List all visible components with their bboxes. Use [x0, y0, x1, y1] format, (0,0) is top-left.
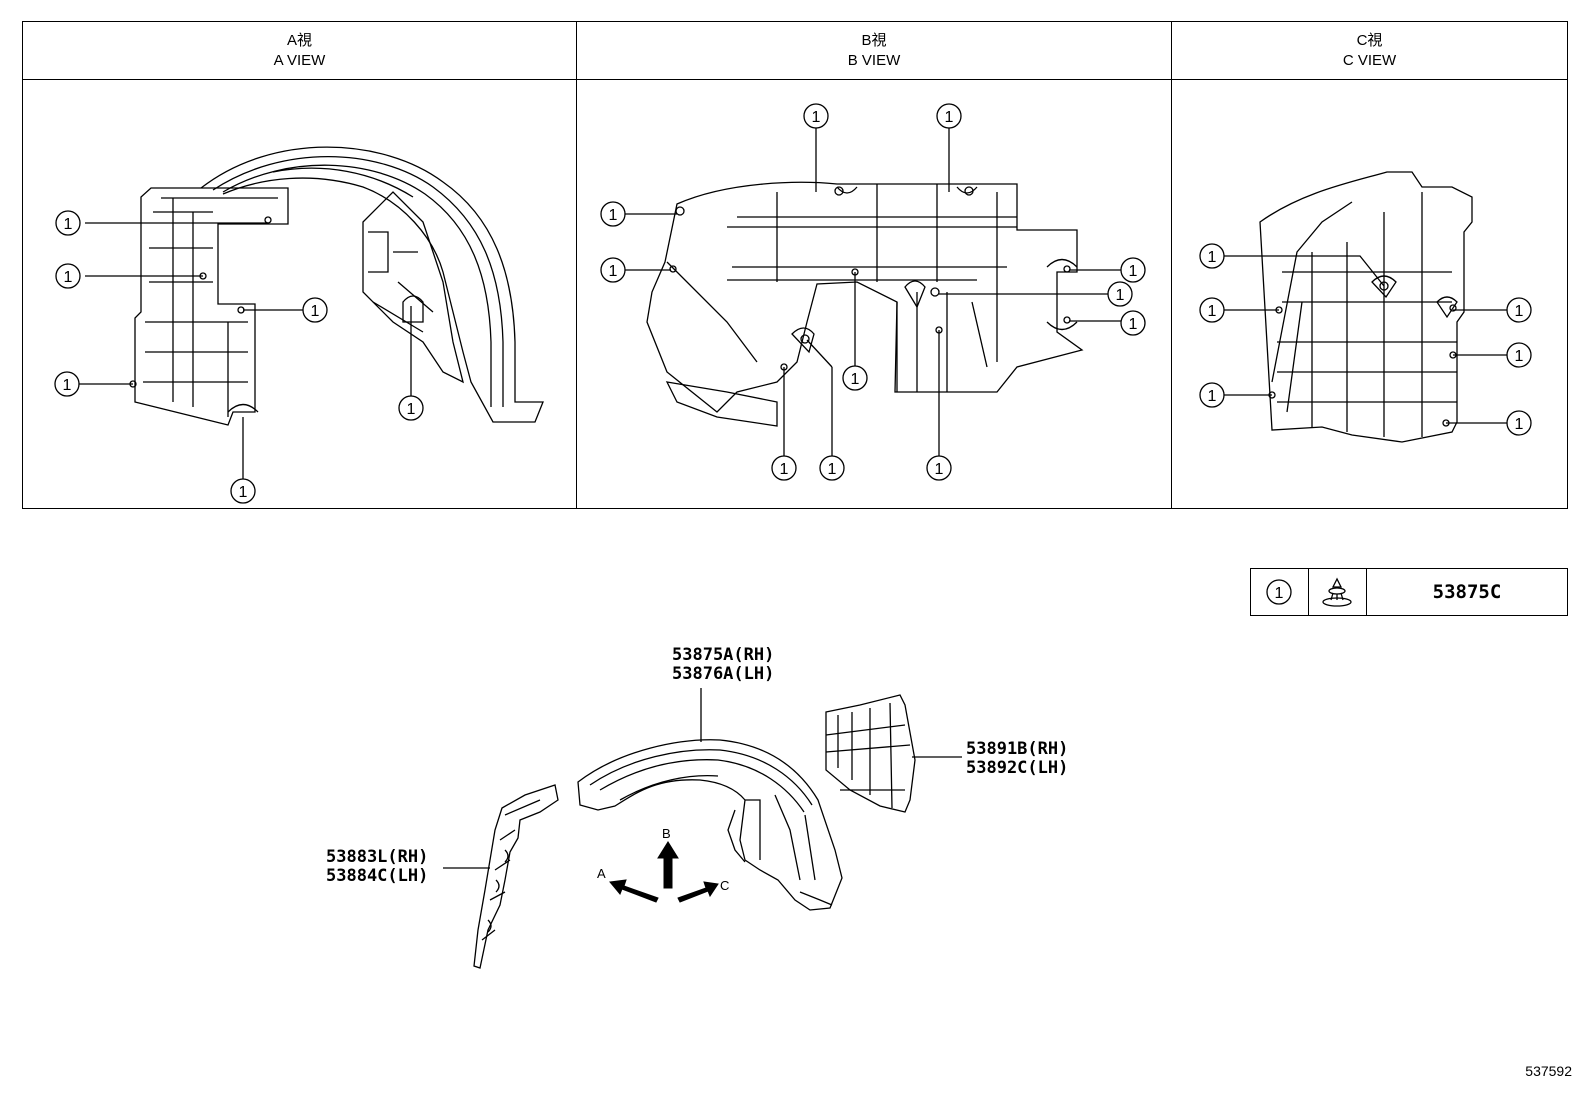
view-a-title-en: A VIEW: [273, 52, 326, 69]
svg-text:1: 1: [1129, 316, 1138, 333]
arrow-a-icon: [609, 879, 659, 903]
svg-text:1: 1: [1208, 388, 1217, 405]
callout-circle: 1: [302, 297, 328, 323]
svg-text:1: 1: [828, 461, 837, 478]
liner-part-label: 53875A(RH)53876A(LH): [672, 646, 774, 684]
svg-text:1: 1: [1116, 287, 1125, 304]
view-a-drawing: 1 1 1 1 1 1: [54, 146, 544, 504]
legend-ref-cell: 1: [1251, 569, 1309, 615]
svg-text:1: 1: [851, 371, 860, 388]
callout-circle: 1: [1506, 342, 1532, 368]
view-c-drawing: 1 1 1 1 1 1: [1199, 171, 1532, 443]
arrow-b-icon: [657, 841, 679, 889]
svg-text:1: 1: [63, 377, 72, 394]
callout-circle: 1: [1199, 243, 1225, 269]
callout-circle: 1: [842, 365, 868, 391]
svg-text:1: 1: [311, 303, 320, 320]
svg-text:1: 1: [935, 461, 944, 478]
arrow-b-label: B: [662, 826, 671, 841]
callout-circle: 1: [936, 103, 962, 129]
legend-icon-cell: [1309, 569, 1367, 615]
view-c-title-jp: C視: [1356, 32, 1383, 49]
seal-rh-label: 53891B(RH): [966, 739, 1069, 759]
clip-icon: [1322, 577, 1352, 607]
views-table: A視 A VIEW: [22, 21, 1568, 509]
view-a-header: A視 A VIEW: [23, 22, 576, 80]
svg-text:1: 1: [1208, 249, 1217, 266]
view-b-callouts: 1 1 1 1 1 1 1 1 1 1 1: [600, 103, 1146, 481]
view-c-title-en: C VIEW: [1342, 52, 1397, 69]
callout-circle: 1: [1199, 297, 1225, 323]
svg-text:1: 1: [1515, 303, 1524, 320]
callout-circle: 1: [398, 395, 424, 421]
seal-lh-label: 53892C(LH): [966, 758, 1069, 778]
diagram-id: 537592: [1525, 1063, 1572, 1079]
callout-circle: 1: [803, 103, 829, 129]
callout-circle: 1: [1506, 410, 1532, 436]
view-b-header: B視 B VIEW: [577, 22, 1171, 80]
svg-text:1: 1: [239, 484, 248, 501]
callout-circle: 1: [54, 371, 80, 397]
arrow-a-label: A: [597, 866, 606, 881]
view-b-title-jp: B視: [861, 32, 887, 49]
callout-circle: 1: [926, 455, 952, 481]
svg-text:1: 1: [780, 461, 789, 478]
svg-text:1: 1: [609, 263, 618, 280]
callout-circle: 1: [1107, 281, 1133, 307]
arrow-c-label: C: [720, 878, 730, 893]
callout-circle: 1: [55, 263, 81, 289]
callout-circle: 1: [600, 257, 626, 283]
callout-circle: 1: [1120, 257, 1146, 283]
view-a-title-jp: A視: [286, 32, 312, 49]
callout-circle: 1: [230, 478, 256, 504]
callout-circle: 1: [1506, 297, 1532, 323]
view-b-panel: B視 B VIEW: [577, 22, 1172, 508]
callout-circle: 1: [1199, 382, 1225, 408]
view-c-callouts: 1 1 1 1 1 1: [1199, 243, 1532, 436]
view-a-panel: A視 A VIEW: [23, 22, 577, 508]
svg-text:1: 1: [1129, 263, 1138, 280]
liner-rh-label: 53875A(RH): [672, 645, 775, 665]
callout-circle: 1: [600, 201, 626, 227]
view-a-callouts: 1 1 1 1 1 1: [54, 210, 424, 504]
svg-text:1: 1: [945, 109, 954, 126]
view-c-panel: C視 C VIEW: [1172, 22, 1567, 508]
svg-text:1: 1: [1515, 348, 1524, 365]
svg-text:1: 1: [64, 216, 73, 233]
view-arrows: [609, 841, 719, 903]
callout-circle: 1: [1120, 310, 1146, 336]
svg-text:1: 1: [609, 207, 618, 224]
arrow-c-icon: [677, 881, 719, 903]
legend-table: 1 53875C: [1250, 568, 1568, 616]
seal-part-label: 53891B(RH)53892C(LH): [966, 740, 1068, 778]
shield-part-label: 53883L(RH)53884C(LH): [326, 848, 428, 886]
svg-text:1: 1: [1208, 303, 1217, 320]
svg-text:1: 1: [64, 269, 73, 286]
svg-text:1: 1: [407, 401, 416, 418]
callout-circle: 1: [771, 455, 797, 481]
legend-part-number: 53875C: [1432, 581, 1502, 603]
callout-circle: 1: [55, 210, 81, 236]
svg-text:1: 1: [1275, 585, 1284, 602]
liner-lh-label: 53876A(LH): [672, 664, 775, 684]
shield-lh-label: 53884C(LH): [326, 866, 429, 886]
legend-callout: 1: [1266, 579, 1292, 605]
view-b-title-en: B VIEW: [847, 52, 901, 69]
callout-circle: 1: [819, 455, 845, 481]
svg-text:1: 1: [1515, 416, 1524, 433]
view-b-drawing: 1 1 1 1 1 1 1 1 1 1 1: [600, 103, 1146, 481]
view-c-header: C視 C VIEW: [1172, 22, 1567, 80]
svg-text:1: 1: [812, 109, 821, 126]
shield-rh-label: 53883L(RH): [326, 847, 429, 867]
